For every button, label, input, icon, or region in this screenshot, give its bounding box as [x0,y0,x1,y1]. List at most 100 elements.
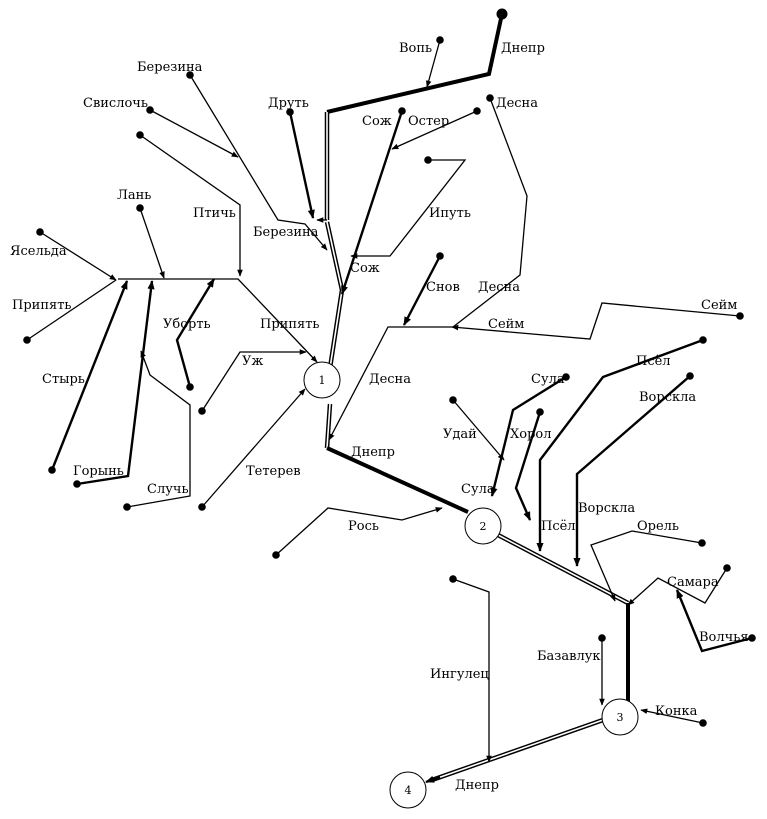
source-dot-snov [436,252,444,260]
label-volchya: Волчья [699,630,749,645]
junction-node-1: 1 [303,361,341,399]
source-dot-orel [698,539,706,547]
seym-river [451,302,741,340]
ubort-river [175,278,216,388]
label-dnepr-top: Днепр [501,41,545,56]
label-samara: Самара [667,575,719,590]
teterev-river [201,388,306,508]
source-dot-ptich [136,131,144,139]
label-snov: Снов [426,280,460,295]
source-dot-sozh [398,107,406,115]
label-khorol: Хорол [510,427,552,442]
junction-node-4: 4 [389,771,427,809]
source-dot-samara [723,564,731,572]
source-dot-desna [486,94,494,102]
label-pripyat-left: Припять [12,298,71,313]
sula-river [490,375,567,497]
label-seym-mouth: Сейм [488,317,524,332]
desna-river [328,97,528,441]
label-vorskla-mouth: Ворскла [578,501,635,516]
oster-river [391,110,478,150]
label-oster: Остер [408,114,449,129]
label-bazavluk: Базавлук [537,649,601,664]
source-dot-sula [562,373,570,381]
label-uday: Удай [443,427,477,442]
label-berezina-mouth: Березина [253,225,319,240]
source-dot-volchya [748,634,756,642]
label-dnepr-mid: Днепр [351,445,395,460]
source-dot-goryn [73,480,81,488]
source-dot-dnepr [496,8,508,20]
goryn-river [76,280,155,486]
label-sozh-mouth: Сож [350,261,380,276]
junction-node-2-label: 2 [480,520,487,533]
label-styr: Стырь [42,372,85,387]
label-desna-mouth: Десна [369,372,411,387]
orel-river [590,530,703,602]
iput-river [350,159,467,259]
source-dot-styr [48,466,56,474]
vorskla-river [573,375,691,567]
lan-river [139,207,165,279]
ros-river [275,507,443,556]
label-sozh-top: Сож [362,114,392,129]
source-dot-teterev [198,503,206,511]
source-dot-konka [699,719,707,727]
svisloch-river [149,109,239,158]
source-dot-vop [436,36,444,44]
ptich-river [139,134,243,277]
source-dot-bazavluk [598,634,606,642]
source-dot-pripyat [23,336,31,344]
river-source-dots [23,8,756,727]
label-orel: Орель [637,519,679,534]
source-dot-seym [736,312,744,320]
label-sula-mouth: Сула [461,482,495,497]
konka-river [640,708,704,724]
yaselda-river [39,231,117,281]
label-lan: Лань [117,188,151,203]
junction-node-1-label: 1 [319,374,326,387]
source-dot-sluch [123,503,131,511]
source-dot-lan [136,204,144,212]
label-ingulets: Ингулец [430,667,489,682]
uzh-river [201,349,307,412]
sluch-river [126,350,191,508]
source-dot-yaselda [36,228,44,236]
source-dot-berezina [186,71,194,79]
ingulets-river [452,578,492,763]
styr-river [50,280,129,471]
label-ubort: Уборть [163,317,211,332]
label-iput: Ипуть [429,206,471,221]
source-dot-ingulets [449,575,457,583]
pripyat-river [118,278,318,363]
pripyat-upper-river [26,279,117,341]
source-dot-vorskla [686,372,694,380]
label-goryn: Горынь [73,464,124,479]
source-dot-psel [699,336,707,344]
label-desna-mid: Десна [478,280,520,295]
sozh-river [340,110,404,295]
label-dnepr-bottom: Днепр [455,778,499,793]
label-pripyat-mouth: Припять [260,317,319,332]
psel-river [536,338,704,552]
source-dot-svisloch [146,106,154,114]
source-dot-iput [424,156,432,164]
source-dot-ubort [186,383,194,391]
label-ptich: Птичь [193,206,236,221]
source-dot-khorol [536,408,544,416]
label-seym-right: Сейм [701,298,737,313]
junction-node-4-label: 4 [405,784,412,797]
source-dot-uday [449,396,457,404]
junction-node-2: 2 [464,507,502,545]
label-konka: Конка [655,704,698,719]
label-sluch: Случь [147,482,189,497]
label-desna-top: Десна [496,96,538,111]
label-vorskla-top: Ворскла [639,390,696,405]
label-psel-top: Псёл [636,354,671,369]
drut-river [288,111,315,219]
source-dot-ros [272,551,280,559]
label-berezina-top: Березина [137,60,203,75]
khorol-river [514,411,542,521]
volchya-river [675,589,753,653]
